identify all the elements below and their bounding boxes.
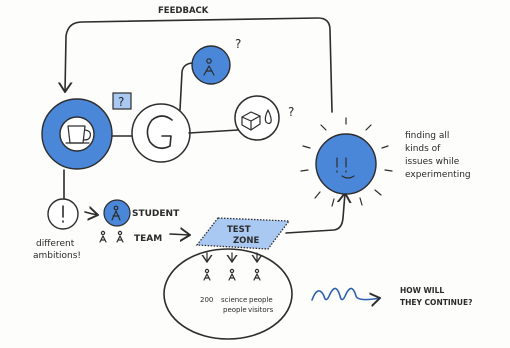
issues-node	[300, 117, 393, 207]
different-line2: ambitions!	[33, 251, 81, 261]
finding-line1: finding all	[405, 131, 449, 141]
different-line1: different	[36, 239, 75, 249]
group2-label-b: people	[223, 306, 247, 314]
person-node	[191, 45, 231, 85]
person-icon	[203, 58, 215, 76]
radiating-lines	[300, 117, 393, 207]
svg-text:TEST: TEST	[227, 225, 251, 235]
group3-label-b: visitors	[248, 306, 274, 314]
finding-line2: kinds of	[405, 144, 441, 154]
finding-line3: issues while	[405, 157, 460, 167]
exclamation-node	[47, 198, 79, 230]
audience-ellipse	[163, 248, 293, 340]
student-label: STUDENT	[132, 209, 180, 219]
arrow-to-issues	[285, 193, 345, 234]
coffee-cup-icon	[65, 125, 92, 144]
svg-text:?: ?	[118, 95, 124, 109]
group1-label: 200	[200, 296, 213, 304]
test-zone: TEST ZONE	[195, 217, 291, 250]
g-process-node	[131, 103, 191, 163]
group2-label-a: science	[221, 296, 247, 304]
feedback-loop-arrow	[65, 17, 333, 113]
question-mark-box: ?	[288, 105, 294, 119]
finding-line4: experimenting	[405, 170, 471, 180]
question-mark-person: ?	[235, 37, 241, 51]
student-node	[103, 199, 131, 227]
drop-icon	[264, 109, 272, 125]
arrow-to-test-zone	[169, 234, 190, 235]
audience-people	[203, 268, 261, 281]
audience-arrows	[207, 252, 257, 262]
how-line1: HOW WILL	[400, 286, 444, 295]
branch-lower	[188, 129, 239, 134]
team-label: TEAM	[134, 234, 162, 244]
spring-coil-icon	[311, 287, 380, 300]
group3-label-a: people	[249, 296, 273, 304]
question-square: ?	[112, 92, 132, 110]
arrow-to-student	[84, 212, 98, 215]
feedback-label: FEEDBACK	[158, 6, 209, 16]
how-line2: THEY CONTINUE?	[400, 298, 472, 307]
team-people	[99, 230, 124, 243]
cup-node	[41, 98, 113, 170]
box-icon	[241, 111, 261, 131]
svg-text:ZONE: ZONE	[233, 236, 260, 246]
box-drop-node	[234, 95, 280, 141]
g-process-icon	[146, 115, 173, 150]
